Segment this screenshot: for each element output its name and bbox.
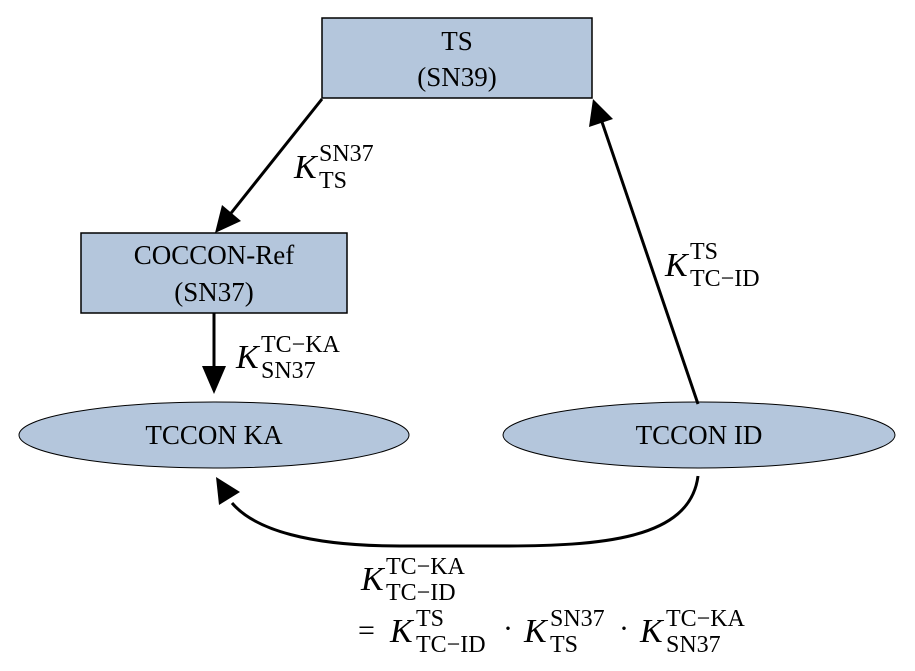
node-tccon-id: TCCON ID	[502, 401, 896, 469]
node-tccon-ka-label: TCCON KA	[145, 420, 283, 450]
node-tccon-ka-ellipse	[18, 401, 410, 469]
k-superscript: SN37	[550, 606, 605, 632]
arrowhead-coccon-to-ka	[202, 366, 226, 394]
k-symbol: K	[235, 339, 261, 376]
k-subscript: TC−ID	[386, 580, 456, 606]
label-ts-to-coccon: K SN37 TS	[293, 141, 374, 194]
k-subscript: SN37	[261, 358, 316, 384]
node-ts-box	[321, 17, 593, 99]
k-subscript: TC−ID	[416, 632, 486, 658]
edge-ts-to-coccon	[218, 98, 324, 228]
k-symbol: K	[360, 561, 386, 598]
node-coccon-ref: COCCON-Ref (SN37)	[80, 232, 348, 314]
node-coccon-ref-box	[80, 232, 348, 314]
k-superscript: SN37	[319, 141, 374, 167]
node-coccon-ref-sublabel: (SN37)	[174, 277, 254, 307]
k-superscript: TC−KA	[666, 606, 746, 632]
node-ts-sublabel: (SN39)	[417, 62, 497, 92]
k-symbol: K	[639, 613, 665, 650]
arrowhead-ts-to-coccon	[215, 205, 241, 233]
k-symbol: K	[664, 247, 690, 284]
dot-operator: ·	[503, 612, 513, 645]
k-subscript: SN37	[666, 632, 721, 658]
k-subscript: TC−ID	[690, 266, 760, 292]
edge-id-to-ka	[230, 475, 700, 548]
k-superscript: TC−KA	[261, 332, 341, 358]
k-subscript: TS	[550, 632, 578, 658]
node-ts: TS (SN39)	[321, 17, 593, 99]
k-subscript: TS	[319, 168, 347, 194]
dot-operator: ·	[619, 612, 629, 645]
node-tccon-ka: TCCON KA	[18, 401, 410, 469]
node-tccon-id-label: TCCON ID	[636, 420, 763, 450]
k-superscript: TS	[690, 239, 718, 265]
k-symbol: K	[523, 613, 549, 650]
label-coccon-to-ka: K TC−KA SN37	[235, 332, 341, 384]
k-symbol: K	[293, 149, 319, 186]
node-tccon-id-ellipse	[502, 401, 896, 469]
node-ts-label: TS	[441, 26, 473, 56]
k-superscript: TS	[416, 606, 444, 632]
edge-id-to-ts	[600, 121, 700, 405]
node-coccon-ref-label: COCCON-Ref	[134, 240, 295, 270]
k-symbol: K	[389, 613, 415, 650]
equals-sign: =	[358, 614, 375, 647]
arrowhead-id-to-ts	[589, 99, 613, 127]
label-id-to-ka: K TC−KA TC−ID = K TS TC−ID · K SN37 TS ·…	[358, 554, 746, 658]
label-id-to-ts: K TS TC−ID	[664, 239, 760, 292]
arrowhead-id-to-ka	[216, 477, 240, 505]
k-superscript: TC−KA	[386, 554, 466, 580]
